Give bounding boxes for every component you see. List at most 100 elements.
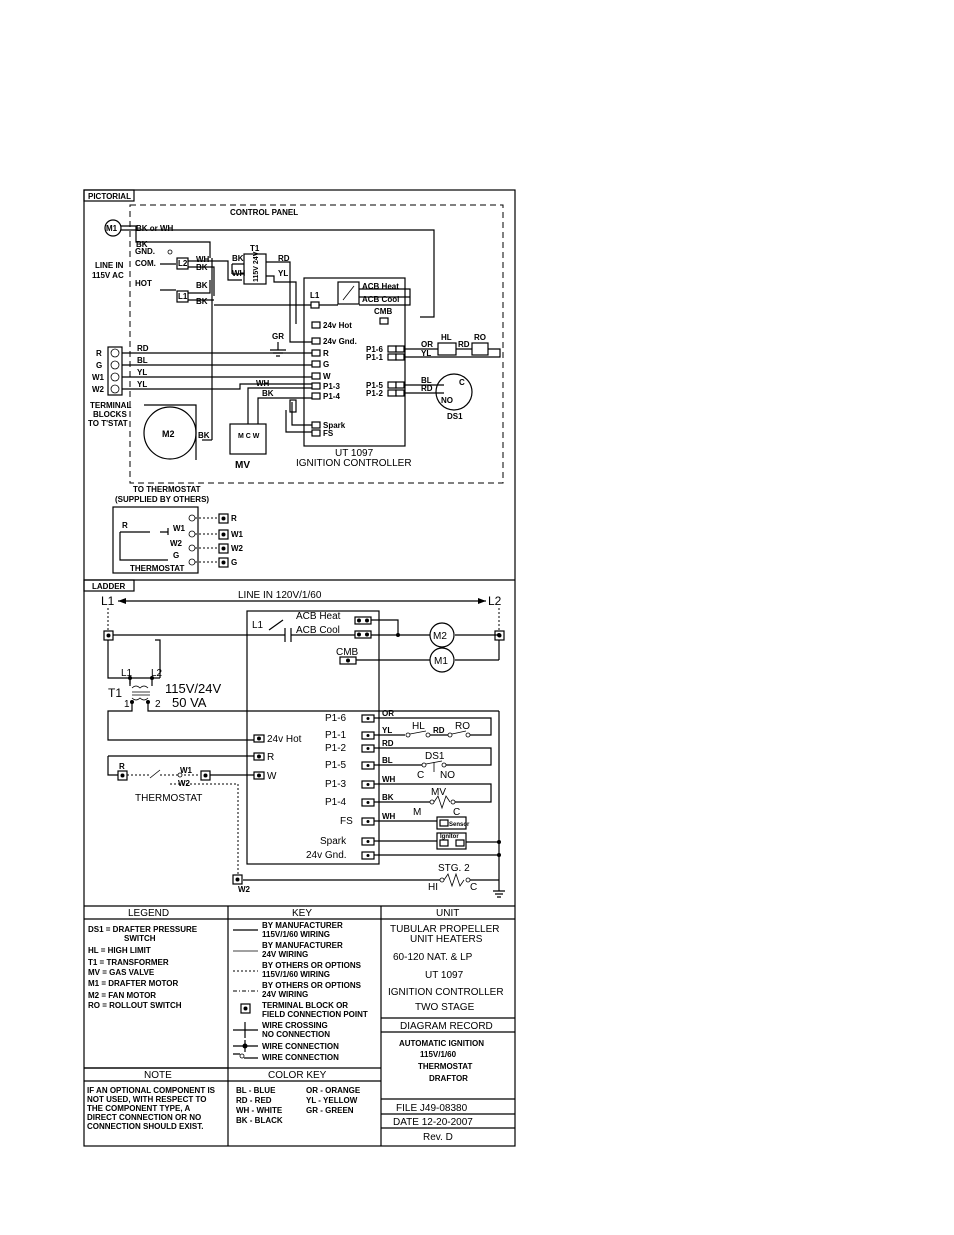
supplied-by-others-label: (SUPPLIED BY OTHERS)	[115, 495, 209, 504]
legend-list: DS1 = DRAFTER PRESSURE SWITCH HL = HIGH …	[88, 925, 198, 1010]
ladder-24v-hot-label: 24v Hot	[267, 734, 302, 745]
ro-label: RO	[474, 333, 486, 342]
terminal-blocks-2: BLOCKS	[93, 410, 127, 419]
ladder-m1-motor	[429, 647, 455, 673]
pin-p1-5b	[395, 381, 405, 389]
legend-item-2: HL = HIGH LIMIT	[88, 946, 151, 955]
key-item-8: TERMINAL BLOCK OR	[262, 1001, 348, 1010]
pin-24v-gnd-label: 24v Gnd.	[323, 337, 357, 346]
control-panel-label: CONTROL PANEL	[230, 208, 298, 217]
mv-pins-label: M C W	[238, 433, 260, 440]
pin-p1-2	[387, 389, 397, 397]
wire-label-yl-w2: YL	[137, 380, 147, 389]
control-panel-outline	[129, 204, 504, 484]
ds1-pressure-switch	[435, 373, 473, 411]
ds1-c-label: C	[459, 378, 465, 387]
terminal-g: G	[96, 361, 102, 370]
note-line-0: IF AN OPTIONAL COMPONENT IS	[87, 1086, 216, 1095]
sheet-frame	[83, 189, 516, 1147]
pin-w	[311, 372, 321, 380]
ladder-w2-label: W2	[238, 885, 251, 894]
pin-fs	[311, 429, 321, 437]
pin-spark	[311, 421, 321, 429]
wire-label-yl-hl: YL	[421, 349, 431, 358]
ladder-m2-motor	[429, 622, 455, 648]
ladder-hi-label: HI	[428, 882, 438, 893]
wire-label-wh-mv: WH	[256, 379, 270, 388]
ladder-p1-6-label: P1-6	[325, 713, 347, 724]
ladder-controller-box	[246, 610, 380, 865]
pin-p1-4-label: P1-4	[323, 392, 340, 401]
ladder-ignitor-box	[436, 832, 467, 850]
legend-item-3: T1 = TRANSFORMER	[88, 958, 169, 967]
file-number: FILE J49-08380	[396, 1103, 468, 1114]
ladder-p1-2-label: P1-2	[325, 743, 347, 754]
color-key-left-0: BL - BLUE	[236, 1086, 276, 1095]
ladder-c-label: C	[470, 882, 477, 893]
tstat-contact-w2: W2	[170, 539, 183, 548]
ds1-label: DS1	[447, 412, 463, 421]
ladder-wire-bk: BK	[382, 793, 394, 802]
hot-label: HOT	[135, 279, 152, 288]
wire-label-bl-ds1: BL	[421, 376, 432, 385]
pin-p1-4	[311, 392, 321, 400]
ladder-sensor-box	[436, 816, 467, 830]
key-item-0: BY MANUFACTURER	[262, 921, 343, 930]
color-key-right-2: GR - GREEN	[306, 1106, 354, 1115]
ladder-l1-label: L1	[101, 594, 115, 608]
pin-p1-3	[311, 382, 321, 390]
pictorial-tab-label: PICTORIAL	[88, 192, 131, 201]
acb-cool-label: ACB Cool	[362, 295, 399, 304]
ladder-thermostat-label: THERMOSTAT	[135, 793, 202, 804]
ladder-t1-l1-label: L1	[121, 668, 133, 679]
wire-label-rd-ds1: RD	[421, 384, 433, 393]
l2-label: L2	[178, 259, 188, 268]
pin-w-label: W	[323, 372, 331, 381]
ladder-cmb-label: CMB	[336, 647, 359, 658]
diagram-record-title: DIAGRAM RECORD	[400, 1021, 493, 1032]
legend-item-1: SWITCH	[124, 934, 156, 943]
legend-item-6: M2 = FAN MOTOR	[88, 991, 156, 1000]
t1-inner-label: 115V 24V	[253, 251, 260, 282]
wire-label-bk-m2: BK	[198, 431, 210, 440]
ladder-r-label: R	[267, 752, 274, 763]
pin-r	[311, 349, 321, 357]
gnd-label: GND.	[135, 247, 155, 256]
tstat-term-r: R	[231, 514, 237, 523]
tstat-term-w1: W1	[231, 530, 244, 539]
legend-title: LEGEND	[128, 908, 169, 919]
ladder-p1-1-label: P1-1	[325, 730, 347, 741]
key-item-12: WIRE CONNECTION	[262, 1042, 339, 1051]
unit-line-1: UNIT HEATERS	[410, 934, 483, 945]
color-key-left-3: BK - BLACK	[236, 1116, 283, 1125]
key-item-4: BY OTHERS OR OPTIONS	[262, 961, 362, 970]
ladder-ds1-label: DS1	[425, 751, 445, 762]
ladder-acb-heat-label: ACB Heat	[296, 611, 341, 622]
ladder-tab-label: LADDER	[92, 582, 126, 591]
controller-left-pins: 24v Hot 24v Gnd. R G W P1-3 P1-4 Spark F…	[311, 321, 357, 438]
ladder-sensor-label: Sensor	[449, 822, 470, 828]
ladder-p1-5-label: P1-5	[325, 760, 347, 771]
pin-p1-3-label: P1-3	[323, 382, 340, 391]
l1-connector	[176, 290, 189, 303]
to-thermostat-label: TO THERMOSTAT	[133, 485, 201, 494]
pin-p1-1	[387, 353, 397, 361]
ladder-mv-c-label: C	[453, 807, 460, 818]
diagram-record-line-1: 115V/1/60	[420, 1050, 457, 1059]
wire-label-bk-l1a: BK	[196, 281, 208, 290]
gr-label: GR	[272, 332, 284, 341]
pin-p1-6	[387, 345, 397, 353]
ladder-ds1-no-label: NO	[440, 770, 455, 781]
key-item-5: 115V/1/60 WIRING	[262, 970, 330, 979]
pin-g	[311, 360, 321, 368]
key-list: BY MANUFACTURER 115V/1/60 WIRING BY MANU…	[233, 921, 368, 1062]
ladder-t1-pin2: 2	[155, 699, 161, 710]
key-item-10: WIRE CROSSING	[262, 1021, 328, 1030]
color-key-left-1: RD - RED	[236, 1096, 272, 1105]
acb-heat-label: ACB Heat	[362, 282, 399, 291]
color-key-left-2: WH - WHITE	[236, 1106, 283, 1115]
wire-label-yl-w1: YL	[137, 368, 147, 377]
pin-p1-6b	[395, 345, 405, 353]
note-line-4: CONNECTION SHOULD EXIST.	[87, 1122, 203, 1131]
